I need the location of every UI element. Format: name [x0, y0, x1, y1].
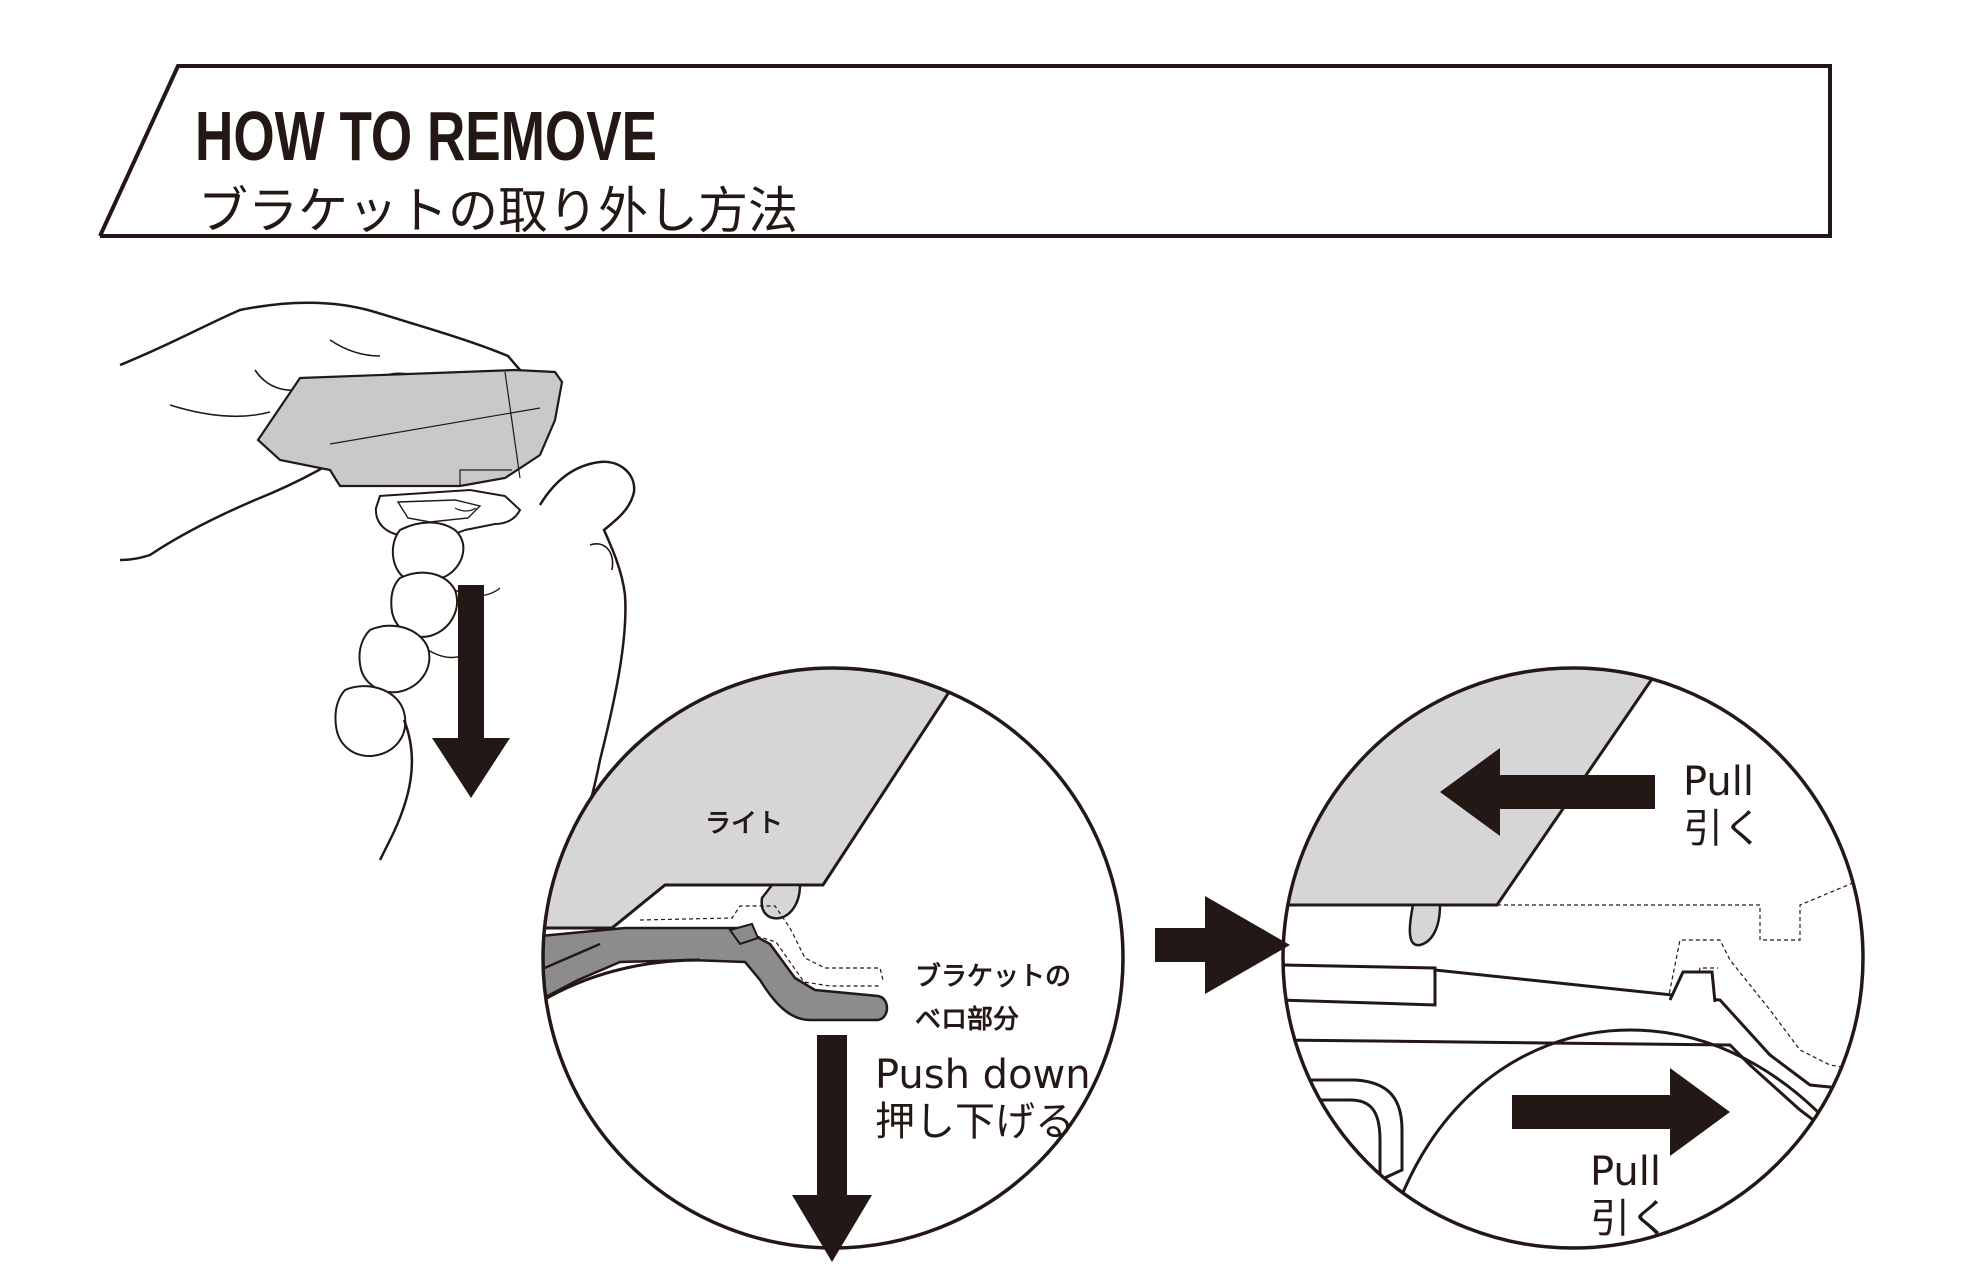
lower-hand: [538, 460, 636, 861]
circle-frame-right: [1281, 666, 1865, 1250]
little-finger: [334, 685, 407, 758]
bracket-hook-right: [1668, 970, 1717, 1003]
header-title-ja: ブラケットの取り外し方法: [198, 182, 798, 240]
push-down-label-en: Push down: [875, 1052, 1091, 1098]
light-latch-right: [1408, 903, 1442, 947]
next-step-arrow: [1155, 896, 1290, 994]
light-unit: [256, 368, 564, 488]
light-body: [543, 668, 973, 930]
pull-right-arrow: [1512, 1068, 1730, 1156]
light-label: ライト: [705, 809, 783, 839]
push-down-label-ja: 押し下げる: [875, 1099, 1075, 1145]
header-frame: [98, 64, 1832, 238]
pull-top-label-en: Pull: [1683, 759, 1754, 805]
bracket-tongue: [543, 926, 889, 1022]
bracket-tongue-label-1: ブラケットの: [915, 961, 1071, 992]
push-down-arrow-hand: [432, 585, 510, 798]
detail-circle-left: ライト ブラケットの ベロ部分 Push down 押し下げる: [541, 666, 1125, 1262]
inset-arc: [1378, 1028, 1862, 1248]
light-latch: [760, 883, 802, 920]
pull-left-arrow: [1440, 748, 1655, 836]
index-finger: [391, 521, 465, 583]
pull-bottom-label-ja: 引く: [1590, 1196, 1670, 1242]
pull-bottom-label-en: Pull: [1590, 1149, 1661, 1195]
middle-finger: [390, 571, 458, 638]
pull-top-label-ja: 引く: [1683, 806, 1763, 852]
header-title-en: HOW TO REMOVE: [195, 97, 657, 175]
detail-circle-right: Pull 引く Pull 引く: [1281, 666, 1865, 1250]
header-banner: HOW TO REMOVE ブラケットの取り外し方法: [98, 64, 1832, 240]
push-down-arrow: [792, 1035, 872, 1262]
hand-illustration: [119, 301, 636, 861]
ring-finger: [358, 624, 431, 694]
bracket-tongue-label-2: ベロ部分: [915, 1005, 1019, 1035]
